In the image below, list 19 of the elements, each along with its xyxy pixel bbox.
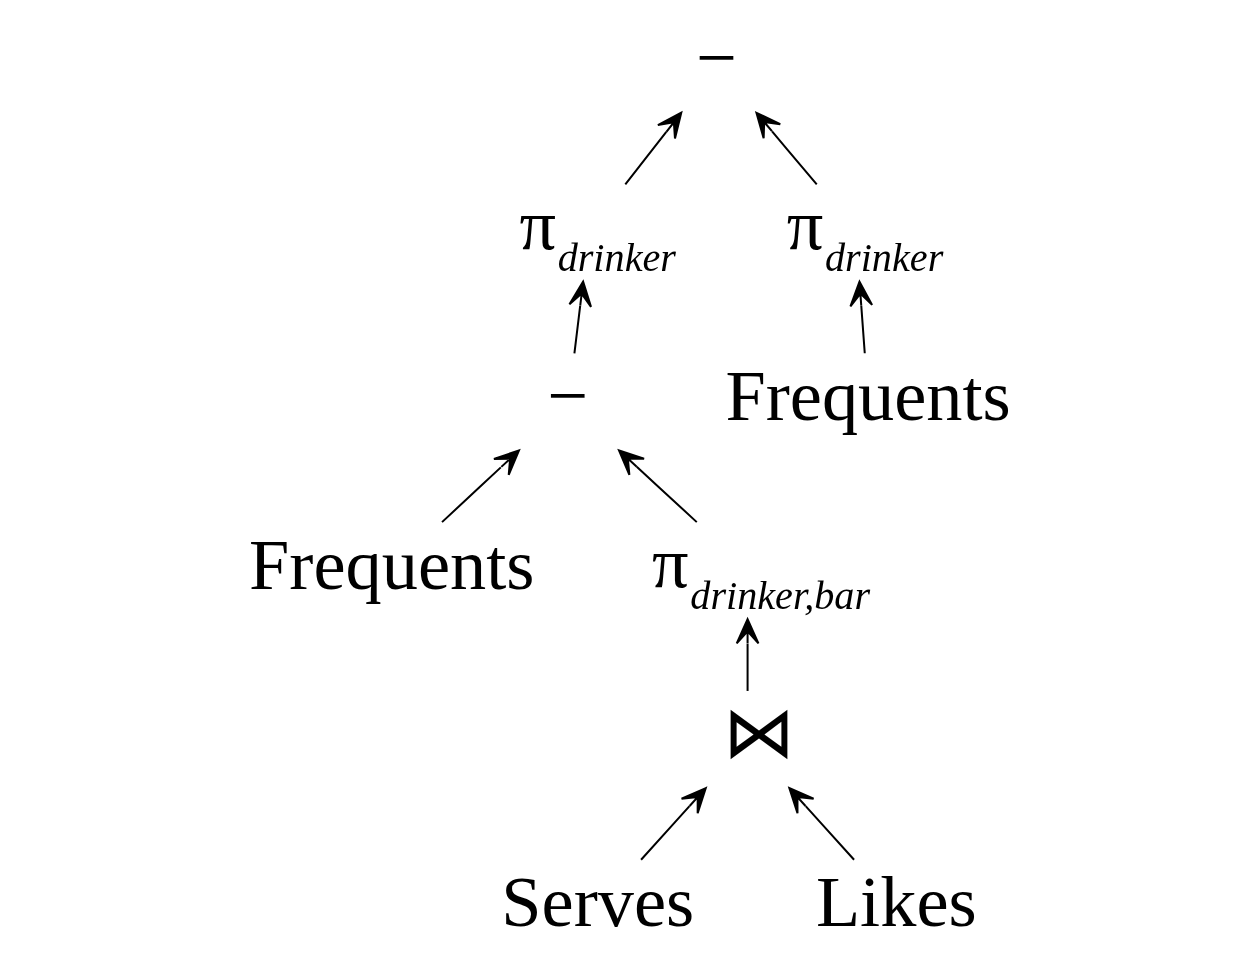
arrow: [624, 111, 683, 186]
node-text: π$_{drinker}$: [786, 184, 944, 281]
node-text: Likes: [815, 862, 977, 943]
node-text: π$_{drinker}$: [519, 184, 676, 281]
arrow: [755, 111, 818, 186]
node-text: Frequents: [249, 524, 535, 605]
node-text: π$_{drinker,bar}$: [652, 522, 871, 619]
node-text: Frequents: [725, 355, 1011, 436]
arrow: [849, 280, 874, 354]
arrow: [618, 449, 698, 523]
arrow: [735, 618, 760, 691]
arrow: [568, 280, 592, 354]
node-text: ⋈: [723, 693, 796, 774]
arrow: [788, 787, 855, 861]
node-text: −: [696, 18, 738, 99]
node-text: −: [547, 355, 589, 436]
node-text: Serves: [501, 862, 695, 943]
arrow: [441, 449, 520, 523]
arrow: [640, 787, 707, 861]
